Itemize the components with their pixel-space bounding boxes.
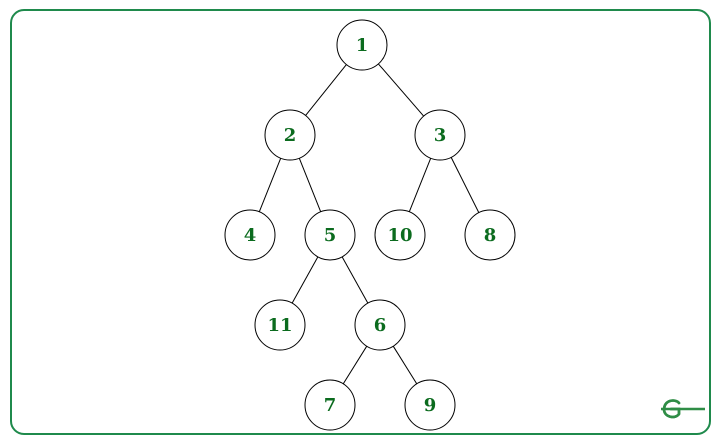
tree-node-label: 9	[424, 395, 437, 416]
tree-edge-n6-n9	[392, 345, 418, 385]
tree-nodes: 1 2 3 4 5 10 8 11 6 7 9	[224, 19, 516, 431]
tree-node-label: 8	[484, 225, 497, 246]
tree-node-label: 6	[374, 315, 387, 336]
tree-edge-n3-n10	[408, 158, 432, 212]
tree-node-4: 4	[224, 209, 276, 261]
tree-node-circle	[304, 209, 356, 261]
tree-node-2: 2	[264, 109, 316, 161]
tree-node-8: 8	[464, 209, 516, 261]
tree-node-label: 3	[434, 125, 447, 146]
tree-node-9: 9	[404, 379, 456, 431]
tree-node-7: 7	[304, 379, 356, 431]
tree-node-label: 7	[324, 395, 337, 416]
tree-edges	[258, 63, 480, 385]
tree-node-label: 11	[267, 315, 292, 336]
tree-node-label: 5	[324, 225, 337, 246]
tree-node-circle	[254, 299, 306, 351]
tree-edge-n3-n8	[450, 157, 480, 213]
tree-node-6: 6	[354, 299, 406, 351]
tree-node-circle	[264, 109, 316, 161]
tree-edge-n1-n3	[377, 63, 425, 117]
tree-node-10: 10	[374, 209, 426, 261]
tree-node-circle	[414, 109, 466, 161]
tree-node-label: 2	[284, 125, 297, 146]
tree-node-circle	[336, 19, 388, 71]
tree-node-label: 1	[356, 35, 369, 56]
tree-node-circle	[304, 379, 356, 431]
tree-node-5: 5	[304, 209, 356, 261]
diagram-frame	[10, 9, 711, 435]
tree-edge-n1-n2	[305, 64, 347, 116]
tree-edge-n2-n4	[258, 158, 282, 212]
tree-node-circle	[464, 209, 516, 261]
tree-node-label: 10	[387, 225, 412, 246]
tree-edge-n2-n5	[298, 158, 322, 212]
tree-node-circle	[224, 209, 276, 261]
tree-node-11: 11	[254, 299, 306, 351]
tree-edge-n5-n11	[291, 256, 319, 304]
gfg-logo-icon	[661, 399, 705, 419]
tree-node-circle	[374, 209, 426, 261]
tree-edge-n5-n6	[341, 256, 369, 304]
tree-node-3: 3	[414, 109, 466, 161]
tree-edge-n6-n7	[342, 345, 368, 385]
tree-node-circle	[404, 379, 456, 431]
tree-node-1: 1	[336, 19, 388, 71]
tree-node-circle	[354, 299, 406, 351]
tree-node-label: 4	[244, 225, 257, 246]
